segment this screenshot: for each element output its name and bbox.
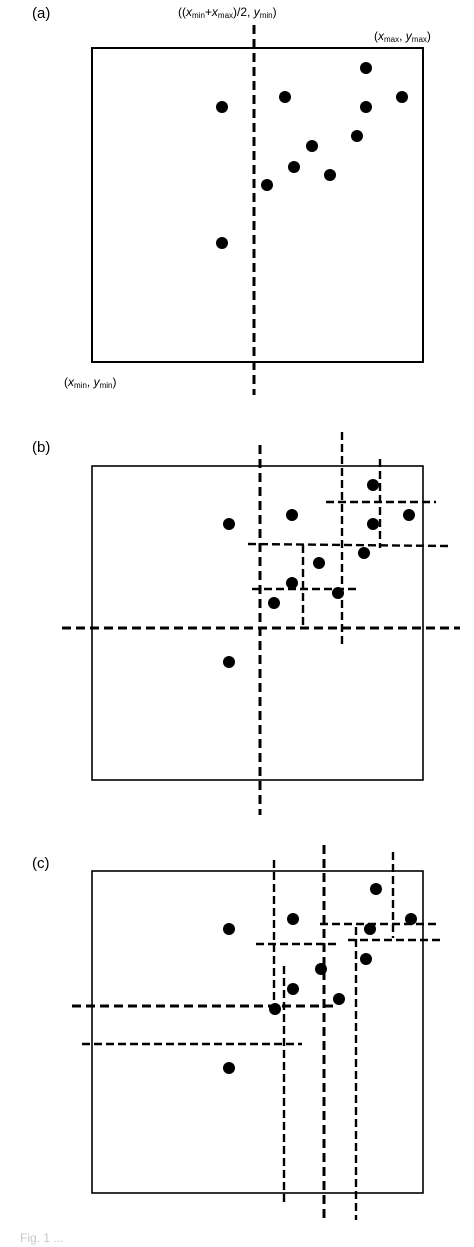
panel-b-point-11 [223, 656, 235, 668]
panel-b-point-9 [332, 587, 344, 599]
panel-a-point-10 [261, 179, 273, 191]
panel-b-point-2 [286, 509, 298, 521]
panel-c-point-6 [360, 953, 372, 965]
midpoint-annotation: ((xmin+xmax)/2, ymin) [178, 5, 277, 20]
panel-c-point-2 [287, 913, 299, 925]
panel-c-frame [91, 870, 424, 1194]
panel-c-label: (c) [32, 855, 50, 872]
panel-c-point-5 [405, 913, 417, 925]
panel-a-point-9 [324, 169, 336, 181]
panel-a-point-3 [360, 62, 372, 74]
corner-max-annotation: (xmax, ymax) [374, 29, 431, 44]
data-points [216, 62, 417, 1074]
panel-a-point-11 [216, 237, 228, 249]
panel-c-point-1 [223, 923, 235, 935]
caption-fragment: Fig. 1 ... [20, 1231, 64, 1245]
panel-a-point-6 [351, 130, 363, 142]
panel-a-point-2 [279, 91, 291, 103]
panel-c-point-3 [370, 883, 382, 895]
panel-a-point-8 [288, 161, 300, 173]
panel-b-point-4 [367, 518, 379, 530]
panel-a-point-5 [396, 91, 408, 103]
panel-c-point-11 [223, 1062, 235, 1074]
panel-a-point-7 [306, 140, 318, 152]
panel-a-label: (a) [32, 5, 51, 22]
panel-c-point-9 [333, 993, 345, 1005]
panel-b-label: (b) [32, 439, 51, 456]
panel-b-point-3 [367, 479, 379, 491]
panel-b-point-8 [286, 577, 298, 589]
split-lines [62, 25, 460, 1222]
panel-c-point-8 [287, 983, 299, 995]
panel-b-point-7 [313, 557, 325, 569]
panel-a-point-4 [360, 101, 372, 113]
panel-c-point-4 [364, 923, 376, 935]
panel-b-point-6 [358, 547, 370, 559]
corner-min-annotation: (xmin, ymin) [64, 375, 117, 390]
panel-b-point-1 [223, 518, 235, 530]
panel-a-point-1 [216, 101, 228, 113]
panel-a-frame [91, 47, 424, 363]
panel-b-point-5 [403, 509, 415, 521]
panel-b-split-line-3 [247, 542, 449, 548]
panel-b-frame [91, 465, 424, 781]
panel-c-point-7 [315, 963, 327, 975]
panel-b-point-10 [268, 597, 280, 609]
panel-c-point-10 [269, 1003, 281, 1015]
